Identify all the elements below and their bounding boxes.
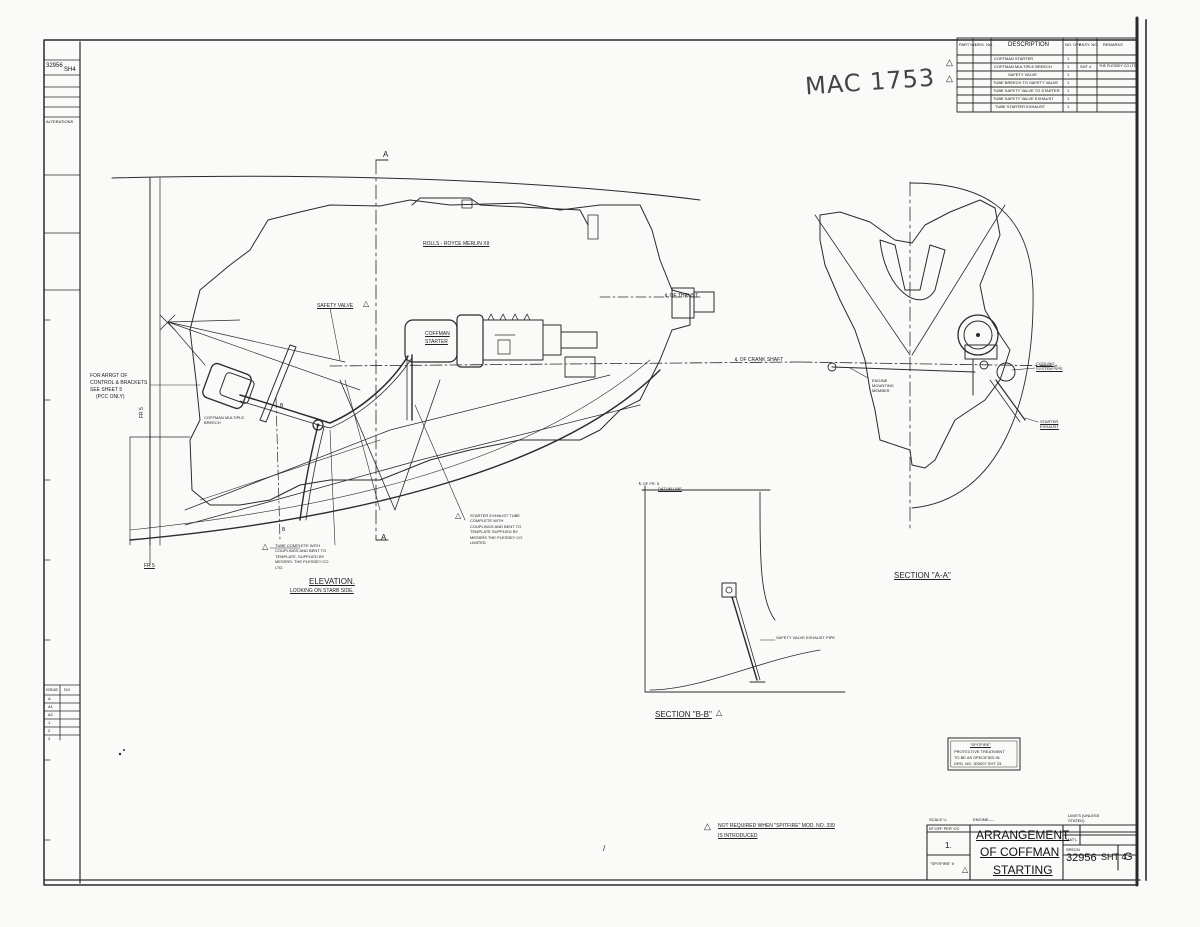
- parts-row-4-no-off: 1: [1067, 80, 1070, 85]
- parts-header-remarks: REMARKS: [1103, 42, 1123, 47]
- parts-row-2-description: COFFMAN MULTIPLE BREECH: [994, 64, 1052, 69]
- warning-triangle-icon: △: [716, 708, 723, 717]
- drawing-title-line-1: ARRANGEMENT: [976, 828, 1070, 842]
- datum-line-label: DATUM LINE: [658, 486, 682, 491]
- crank-shaft-label: ℄ OF CRANK SHAFT: [735, 357, 784, 363]
- starter-exhaust-label: STARTER EXHAUST: [1040, 419, 1059, 430]
- spitfire-note-box: [947, 737, 1021, 771]
- frame-5-label: FR 5: [144, 563, 155, 569]
- left-strip: [43, 59, 81, 841]
- warning-triangle-icon: △: [946, 73, 953, 83]
- strip-alterations: ALTERATIONS: [46, 119, 74, 124]
- title-scale: SCALE ¼: [929, 817, 947, 822]
- strip-issue-row: 3: [48, 736, 51, 741]
- strip-issue-row: 2: [48, 728, 51, 733]
- section-a-bottom-marker: A: [381, 533, 387, 542]
- elevation-view: [111, 159, 1061, 566]
- arrgt-note: FOR ARRGT OF CONTROL & BRACKETS SEE SHEE…: [90, 373, 148, 393]
- spitfire-note-title: "SPITFIRE": [970, 742, 991, 747]
- thrust-label: ℄ OF THRUST: [665, 293, 699, 299]
- title-drawing-no: 32956: [1066, 852, 1097, 864]
- frame-5-vertical-label: FR 5: [139, 407, 145, 418]
- sv-exhaust-pipe-label: SAFETY VALVE EXHAUST PIPE: [776, 635, 836, 640]
- parts-row-2-no-off: 1: [1067, 64, 1070, 69]
- spitfire-note-line2: TO BE AS SPECIFIED IN: [954, 755, 1000, 760]
- section-b-top-marker: B: [280, 403, 284, 409]
- strip-issue-row: A1: [48, 704, 53, 709]
- title-limits: LIMITS (UNLESS STATED): [1068, 813, 1100, 823]
- parts-row-5-no-off: 1: [1067, 88, 1070, 93]
- drawing-title-line-3: STARTING: [993, 863, 1053, 877]
- parts-header-no-off: NO. OFF: [1065, 42, 1082, 47]
- strip-issue-row: A2: [48, 712, 53, 717]
- title-off-value: 1.: [945, 841, 952, 850]
- parts-row-7-description: TUBE STARTER EXHAUST: [995, 104, 1046, 109]
- parts-row-3-description: SAFETY VALVE: [1008, 72, 1037, 77]
- coffman-starter-label: COFFMAN STARTER: [425, 331, 450, 345]
- warning-triangle-icon: △: [704, 821, 711, 831]
- parts-row-3-no-off: 1: [1067, 72, 1070, 77]
- parts-row-4-description: TUBE BREECH TO SAFETY VALVE: [993, 80, 1058, 85]
- not-required-note-2: IS INTRODUCED: [718, 833, 758, 839]
- elevation-title: ELEVATION.: [309, 577, 355, 586]
- title-sheet: SHT 4: [1101, 852, 1127, 862]
- elevation-subtitle: LOOKING ON STARB SIDE.: [290, 588, 354, 594]
- strip-sheet: SH4: [64, 67, 76, 73]
- strip-issue-row: A: [48, 696, 51, 701]
- parts-row-5-description: TUBE SAFETY VALVE TO STARTER: [993, 88, 1060, 93]
- sketch-mark: /: [603, 844, 606, 853]
- section-aa-title: SECTION "A-A": [894, 571, 951, 580]
- warning-triangle-icon: △: [962, 865, 969, 874]
- strip-drawing-no: 32956: [46, 63, 63, 69]
- drawing-title-line-2: OF COFFMAN: [980, 845, 1060, 859]
- parts-row-6-description: TUBE SAFETY VALVE EXHAUST: [993, 96, 1054, 101]
- cooling-pipe-label: COOLING SYSTEM PIPE: [1036, 361, 1063, 372]
- parts-row-1-no-off: 1: [1067, 56, 1070, 61]
- section-bb-title: SECTION "B-B": [655, 710, 712, 719]
- warning-triangle-icon: △: [946, 57, 953, 67]
- title-issue: G: [1124, 851, 1133, 863]
- title-off-per: Nº OFF PER Y/C: [929, 826, 960, 831]
- parts-header-assy-no: ASSY. NO.: [1079, 42, 1099, 47]
- strip-issue-do: DO: [64, 687, 70, 692]
- fr5-centerline-label: ℄ OF FR. 5: [639, 481, 660, 486]
- warning-triangle-icon: △: [262, 542, 269, 551]
- warning-triangle-icon: △: [455, 511, 462, 520]
- engine-label: ROLLS - ROYCE MERLIN XII: [423, 241, 490, 247]
- parts-row-2-assy-no: SHT 4: [1080, 64, 1092, 69]
- parts-table-grid: [956, 37, 1138, 113]
- section-bb-view: [641, 485, 846, 693]
- warning-triangle-icon: △: [363, 299, 370, 308]
- strip-issue-row: 1: [48, 720, 51, 725]
- parts-row-7-no-off: 1: [1067, 104, 1070, 109]
- parts-header-drg-no: DRG. NO.: [975, 42, 994, 47]
- not-required-note-1: NOT REQUIRED WHEN "SPITFIRE" MOD. NO. 33…: [718, 823, 835, 829]
- parts-row-2-remarks: THE PLESSEY CO LTD: [1099, 64, 1137, 68]
- title-engine: ENGINE:—: [973, 817, 994, 822]
- tube-supply-note: TUBE COMPLETE WITH COUPLINGS AND BENT TO…: [275, 543, 329, 570]
- parts-row-6-no-off: 1: [1067, 96, 1070, 101]
- starter-exhaust-note: STARTER EXHAUST TUBE COMPLETE WITH COUPL…: [470, 513, 523, 545]
- parts-row-1-description: COFFMAN STARTER: [994, 56, 1034, 61]
- title-spec: SPECN: [1066, 847, 1080, 852]
- title-matl: MAT'L: [1066, 837, 1078, 842]
- section-b-bottom-marker: B: [282, 527, 286, 533]
- section-a-top-marker: A: [383, 150, 389, 159]
- safety-valve-label: SAFETY VALVE: [317, 303, 354, 309]
- title-block-grid: [926, 824, 1138, 881]
- parts-header-description: DESCRIPTION: [1008, 42, 1050, 48]
- pcc-only-label: (PCC ONLY): [96, 394, 125, 400]
- engine-mounting-label: ENGINE MOUNTING MEMBER: [872, 378, 894, 394]
- title-aircraft: "SPITFIRE" II: [930, 861, 955, 866]
- spitfire-note-line1: PROTECTIVE TREATMENT: [954, 749, 1005, 754]
- section-aa-view: [814, 181, 1039, 531]
- spitfire-note-line3: DRG. NO. 300007 SHT 23.: [954, 761, 1003, 766]
- strip-issue: ISSUE: [46, 687, 59, 692]
- breech-label: COFFMAN MULTIPLE BREECH: [204, 415, 245, 426]
- parts-header-part-no: PART NO.: [959, 42, 978, 47]
